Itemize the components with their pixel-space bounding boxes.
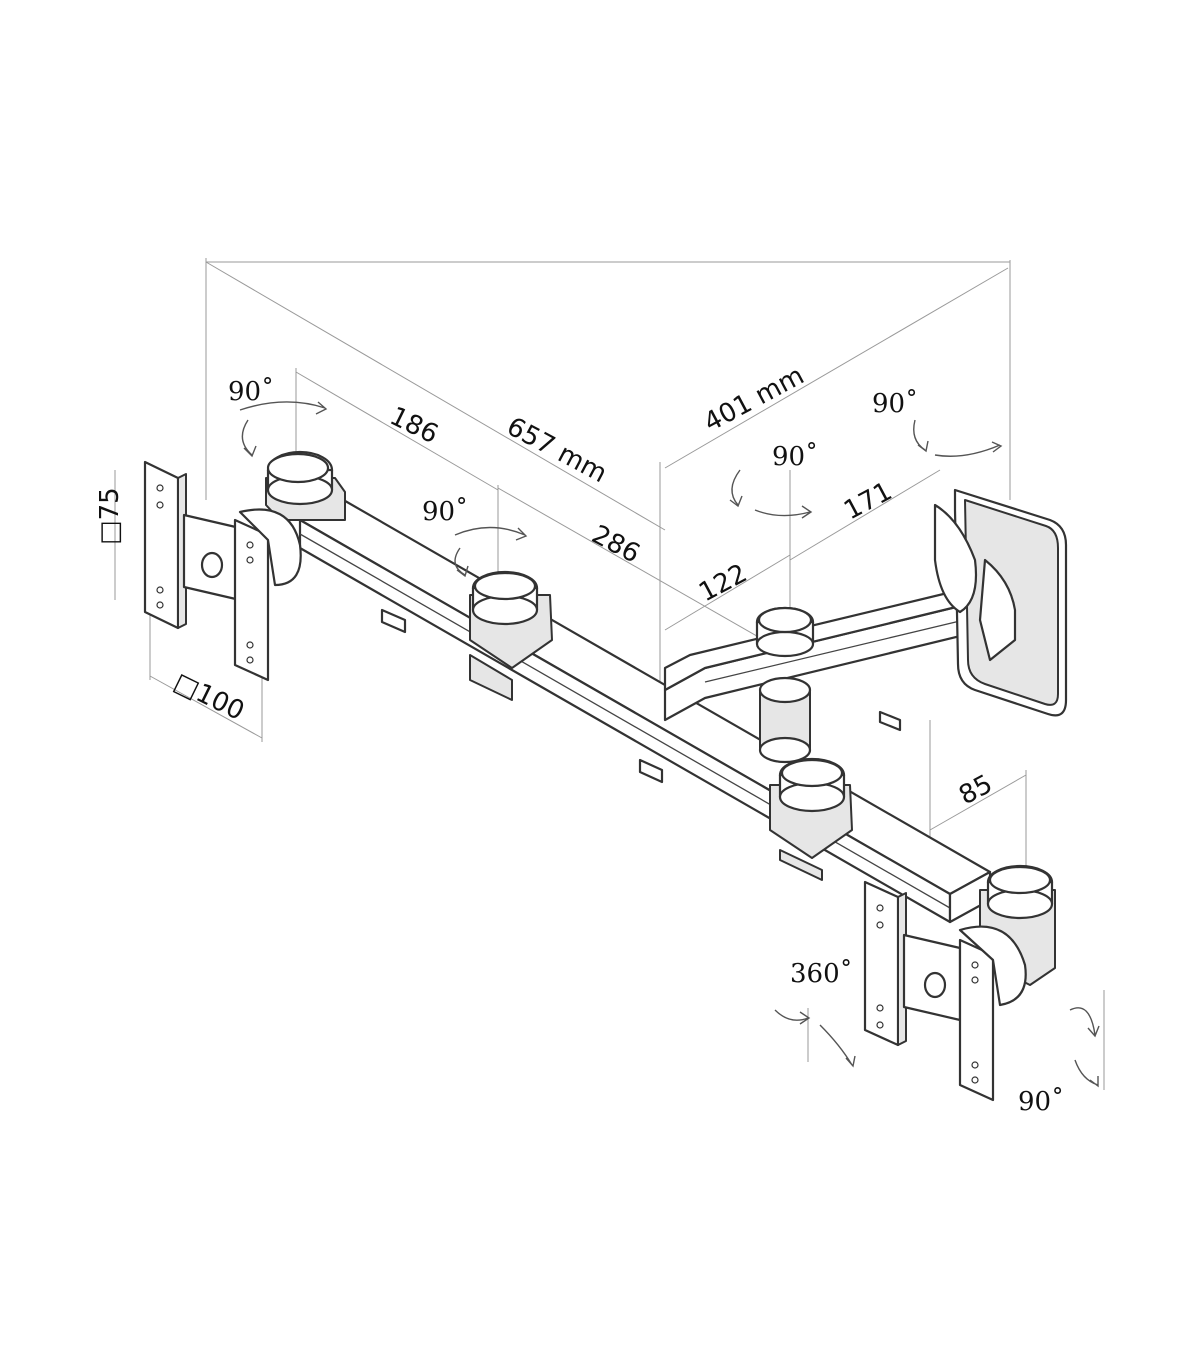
rotate-arrow-icon xyxy=(1069,1007,1100,1038)
rotation-label-bottom-swivel: 360˚ xyxy=(790,959,853,989)
rotation-label-center-right: 90˚ xyxy=(772,442,818,472)
rotation-label-center-left: 90˚ xyxy=(422,497,468,527)
joint-center-right xyxy=(769,757,853,881)
joint-center-left xyxy=(469,570,553,701)
dimension-label-171: 171 xyxy=(839,476,897,526)
dimension-label-286: 286 xyxy=(587,520,645,570)
rotation-label-bottom-tilt: 90˚ xyxy=(1018,1087,1064,1117)
vesa-head-right xyxy=(863,880,1027,1102)
dimension-label-85: 85 xyxy=(954,769,997,811)
rotate-arrow-icon xyxy=(454,526,528,541)
vesa-label-100: □100 xyxy=(169,667,249,726)
vesa-label-75: □75 xyxy=(95,487,125,545)
joint-center xyxy=(755,606,815,658)
rotate-arrow-icon xyxy=(934,441,1003,457)
dimension-label-122: 122 xyxy=(694,558,752,608)
dimension-label-186: 186 xyxy=(385,401,443,450)
arm-clamps xyxy=(380,608,902,784)
rotation-label-left-top: 90˚ xyxy=(228,377,274,407)
rotate-arrow-icon xyxy=(729,469,743,508)
wall-plate xyxy=(933,488,1068,717)
rotate-arrow-icon xyxy=(819,1024,856,1068)
rotate-arrow-icon xyxy=(1074,1059,1099,1088)
rotate-arrow-icon xyxy=(774,1009,811,1025)
rotation-arrows xyxy=(239,401,1100,1088)
dimension-label-657: 657 mm xyxy=(502,412,612,489)
rear-arm xyxy=(663,588,987,764)
rotate-arrow-icon xyxy=(913,419,929,453)
dimension-lines xyxy=(114,258,1105,1090)
dimension-label-401: 401 mm xyxy=(699,361,809,438)
rotate-arrow-icon xyxy=(754,505,813,519)
rotate-arrow-icon xyxy=(239,401,328,415)
rotation-label-wall-top: 90˚ xyxy=(872,389,918,419)
vesa-head-left xyxy=(143,460,302,682)
rotate-arrow-icon xyxy=(454,547,469,578)
joint-left xyxy=(265,450,346,521)
rotate-arrow-icon xyxy=(241,419,257,458)
main-arm xyxy=(298,496,992,924)
